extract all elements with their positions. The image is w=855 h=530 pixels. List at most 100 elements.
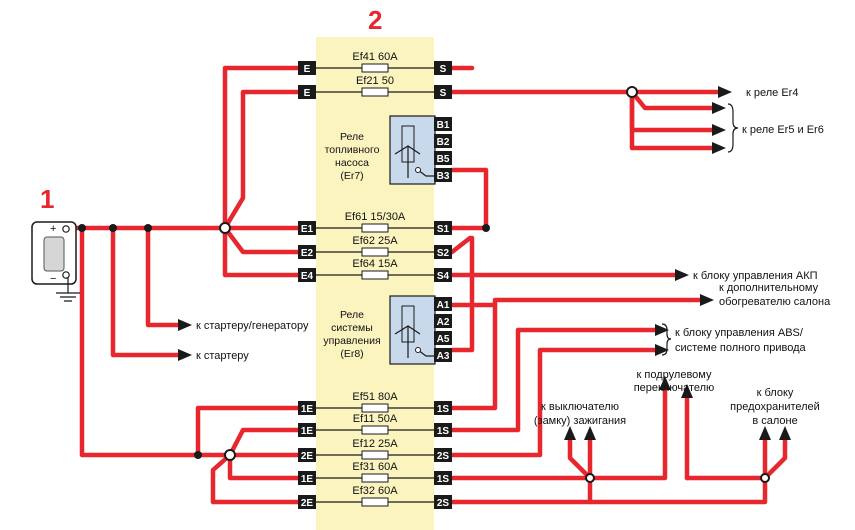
fuse-label: Ef41 60A — [352, 51, 398, 63]
arrow-er4 — [718, 86, 732, 98]
label-heater-1: к дополнительному — [719, 282, 819, 294]
arrows — [178, 86, 791, 440]
svg-text:(Er7): (Er7) — [340, 170, 363, 182]
label-ign-1: к выключателю — [541, 401, 619, 413]
label-fuse-box-number: 2 — [368, 5, 382, 35]
fuse-label: Ef51 80A — [352, 391, 398, 403]
fuse-terminal-out: 2S — [437, 451, 450, 462]
fuse-ef51: Ef51 80A 1E 1S — [298, 391, 452, 415]
wires — [70, 65, 788, 505]
fuse-terminal-out: S — [440, 88, 447, 99]
battery-minus: − — [50, 273, 56, 285]
battery-plus: + — [50, 223, 56, 235]
fuse-terminal-out: S — [440, 64, 447, 75]
label-fuse-block-3: в салоне — [752, 415, 797, 427]
label-fuse-block-1: к блоку — [757, 387, 794, 399]
svg-text:Реле: Реле — [340, 309, 364, 321]
relay-pin — [434, 134, 452, 148]
relay-pin — [434, 297, 452, 311]
relay-pin — [434, 117, 452, 131]
braces — [661, 103, 739, 356]
arrow-starter — [178, 349, 192, 361]
fuse-terminal-out: 1S — [437, 404, 450, 415]
relay-pin — [434, 168, 452, 182]
fuse-ef62: Ef62 25A E2 S2 — [298, 235, 452, 259]
arrow-akp — [675, 269, 689, 281]
svg-text:(Er8): (Er8) — [340, 348, 363, 360]
svg-text:управления: управления — [323, 335, 380, 347]
arrow-heater — [700, 294, 714, 306]
svg-text:топливного: топливного — [325, 144, 380, 156]
fuse-terminal-in: 1E — [301, 404, 314, 415]
label-starter: к стартеру — [196, 350, 249, 362]
label-steer-1: к подрулевому — [637, 369, 712, 381]
label-fuse-block-2: предохранителей — [730, 401, 820, 413]
relay-pin-label: A3 — [437, 351, 450, 362]
fuse-terminal-out: 1S — [437, 474, 450, 485]
relay-pin-label: B2 — [437, 137, 450, 148]
fuse-ef12: Ef12 25A 2E 2S — [298, 438, 452, 462]
svg-text:системы: системы — [331, 322, 373, 334]
fuse-label: Ef32 60A — [352, 485, 398, 497]
fuse-label: Ef11 50A — [353, 413, 398, 425]
fuse-label: Ef21 50 — [356, 75, 394, 87]
fuse-terminal-in: E2 — [301, 248, 314, 259]
arrow-ign-b — [584, 426, 596, 440]
fuse-terminal-out: 2S — [437, 498, 450, 509]
arrow-steer-a — [659, 376, 671, 390]
arrow-abs-a — [655, 324, 669, 336]
fuse-terminal-in: 2E — [301, 498, 314, 509]
fuse-ef64: Ef64 15A E4 S4 — [298, 258, 452, 282]
arrow-ign-a — [564, 426, 576, 440]
arrow-fuseblock-a — [759, 426, 771, 440]
relay-pin — [434, 331, 452, 345]
junction-dots — [78, 86, 770, 483]
fuse-ef21: Ef21 50 E S — [298, 75, 452, 99]
relay-pin — [434, 314, 452, 328]
label-er4: к реле Er4 — [746, 87, 798, 99]
fuse-terminal-in: 2E — [301, 451, 314, 462]
fuse-ef11: Ef11 50A 1E 1S — [298, 413, 452, 437]
relay-pin-label: A2 — [437, 317, 450, 328]
relay-pin — [434, 348, 452, 362]
label-battery-number: 1 — [40, 184, 54, 214]
arrow-steer-b — [681, 384, 693, 398]
arrow-er5-a — [712, 102, 726, 114]
svg-text:насоса: насоса — [335, 157, 369, 169]
fuse-terminal-in: E — [304, 88, 311, 99]
label-starter-gen: к стартеру/генератору — [196, 320, 309, 332]
fuse-label: Ef62 25A — [352, 235, 398, 247]
fuse-terminal-in: 1E — [301, 474, 314, 485]
battery: + − — [31, 221, 77, 285]
relay-pin-label: A5 — [437, 334, 450, 345]
fuse-label: Ef61 15/30A — [345, 211, 406, 223]
fuse-terminal-in: 1E — [301, 426, 314, 437]
fuse-label: Ef64 15A — [352, 258, 398, 270]
label-akp: к блоку управления АКП — [693, 270, 818, 282]
fuse-terminal-out: S1 — [437, 224, 450, 235]
arrow-abs-b — [655, 344, 669, 356]
relay-pin-label: B1 — [437, 120, 450, 131]
fuse-terminal-out: S4 — [437, 271, 450, 282]
label-heater-2: обогревателю салона — [719, 296, 831, 308]
fuse-label: Ef31 60A — [352, 461, 398, 473]
relay-pin-label: A1 — [437, 300, 450, 311]
relay-pin-label: B5 — [437, 154, 450, 165]
relay-pin-label: B3 — [437, 171, 450, 182]
svg-text:Реле: Реле — [340, 131, 364, 143]
fuse-ef31: Ef31 60A 1E 1S — [298, 461, 452, 485]
fuse-terminal-out: 1S — [437, 426, 450, 437]
fuse-terminal-in: E4 — [301, 271, 314, 282]
label-ign-2: (замку) зажигания — [534, 415, 626, 427]
fuse-terminal-out: S2 — [437, 248, 450, 259]
fuse-ef32: Ef32 60A 2E 2S — [298, 485, 452, 509]
label-abs-1: к блоку управления ABS/ — [675, 327, 804, 339]
arrow-fuseblock-b — [779, 426, 791, 440]
fuse-label: Ef12 25A — [352, 438, 398, 450]
